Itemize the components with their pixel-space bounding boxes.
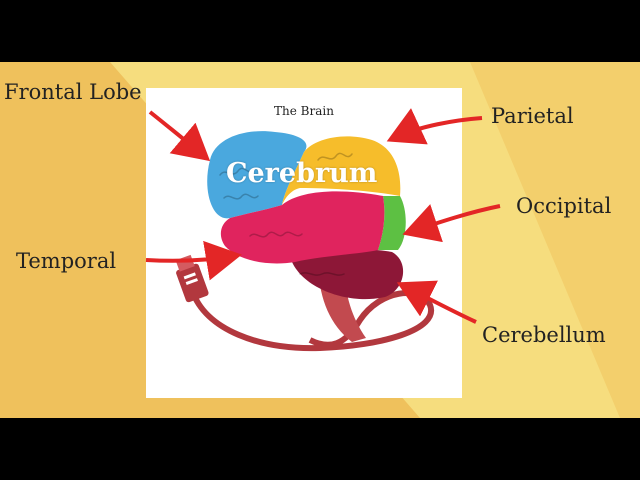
letterbox-top [0, 0, 640, 62]
diagram-title: The Brain [274, 104, 334, 118]
background-mid-band [470, 62, 640, 418]
label-temporal: Temporal [16, 249, 117, 273]
arrow-parietal [386, 108, 483, 145]
parietal-region [282, 136, 401, 205]
arrow-cerebellum [396, 280, 477, 324]
label-frontal-lobe: Frontal Lobe [4, 80, 142, 104]
cerebrum-label: Cerebrum [226, 158, 378, 189]
letterbox-bottom [0, 418, 640, 480]
label-parietal: Parietal [491, 104, 574, 128]
frontal-region [207, 131, 307, 219]
cerebellum-region [292, 249, 404, 300]
usb-plug-icon [175, 254, 209, 303]
label-occipital: Occipital [516, 194, 612, 218]
arrow-frontal [148, 110, 211, 162]
temporal-region [220, 191, 385, 264]
gyri-texture [219, 152, 353, 276]
arrow-occipital [402, 204, 501, 243]
label-cerebellum: Cerebellum [482, 323, 606, 347]
arrow-temporal [145, 240, 242, 281]
usb-cable [189, 288, 435, 352]
occipital-region [378, 196, 406, 250]
